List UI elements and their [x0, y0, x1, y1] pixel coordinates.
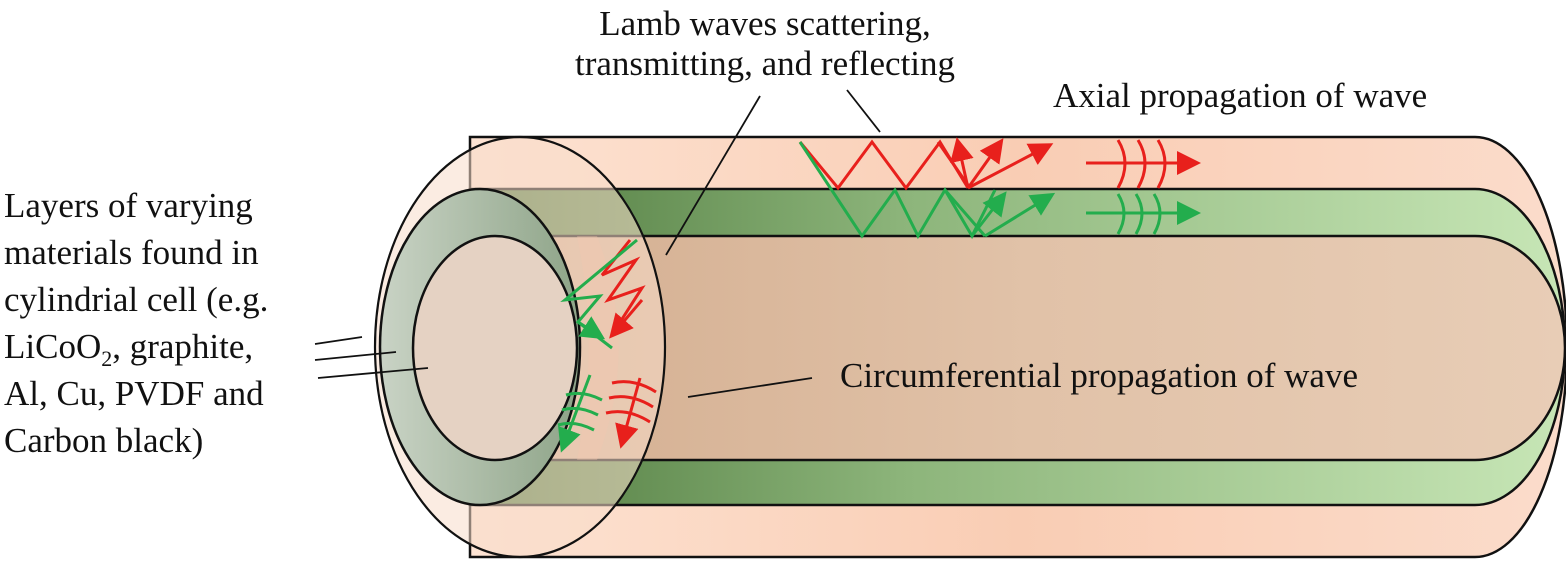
inner-end-face [411, 234, 579, 462]
layers-label-line-3: cylindrial cell (e.g. [4, 280, 269, 319]
circ-green-ray [577, 316, 606, 340]
lamb-waves-label: Lamb waves scattering, transmitting, and… [540, 4, 990, 84]
layers-label-line-5: Al, Cu, PVDF and [4, 374, 264, 413]
circ-red-wavefronts [605, 380, 657, 424]
layers-leader-line-2 [314, 351, 397, 361]
axial-red-ray-4 [936, 141, 972, 189]
axial-red-wavefronts [1116, 139, 1167, 189]
axial-red-ray-3 [967, 143, 1054, 190]
lamb-leader-line-2 [846, 89, 881, 133]
lamb-waves-label-line-2: transmitting, and reflecting [574, 44, 956, 83]
layers-label: Layers of varying materials found in cyl… [4, 182, 268, 464]
layers-label-line-1: Layers of varying [4, 186, 253, 225]
axial-green-wavefronts [1116, 193, 1162, 235]
circumferential-leader-line [687, 377, 813, 398]
graphite-text: , graphite, [112, 327, 254, 366]
layers-label-line-4: LiCoO2, graphite, [4, 323, 268, 370]
layers-label-line-2: materials found in [4, 233, 259, 272]
circ-green-arrow [558, 374, 592, 453]
axial-green-ray-1 [970, 191, 1007, 237]
lamb-waves-label-line-1: Lamb waves scattering, [599, 4, 931, 43]
circ-red-ray [609, 299, 644, 339]
circ-green-wavefronts [557, 391, 603, 432]
circ-red-zigzag [600, 239, 646, 331]
axial-propagation-label: Axial propagation of wave [1053, 76, 1428, 115]
axial-green-ray-2 [984, 192, 1056, 238]
circ-red-arrow [615, 377, 642, 449]
layers-leader-line-1 [314, 336, 363, 345]
axial-green-ray-3 [943, 189, 987, 237]
circumferential-ring-overlay [577, 236, 619, 460]
licoo-subscript: 2 [101, 346, 113, 371]
circumferential-propagation-label: Circumferential propagation of wave [840, 356, 1358, 395]
axial-red-ray-2 [966, 138, 1004, 189]
licoo-text: LiCoO [4, 327, 102, 366]
lamb-leader-line-1 [665, 95, 761, 256]
layers-leader-line-3 [317, 367, 429, 379]
layers-label-line-6: Carbon black) [4, 421, 204, 460]
inner-core-body [493, 234, 1566, 462]
